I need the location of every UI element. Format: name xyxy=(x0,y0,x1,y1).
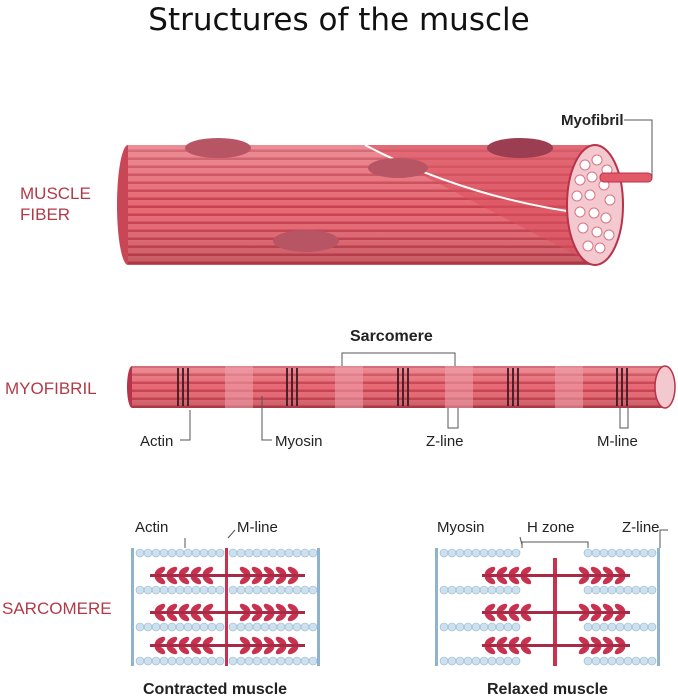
label-z-line-sarcomere: Z-line xyxy=(622,519,660,536)
section-label-muscle-fiber: MUSCLE FIBER xyxy=(20,184,91,224)
section-label-sarcomere: SARCOMERE xyxy=(2,599,112,618)
label-m-line: M-line xyxy=(597,433,638,450)
label-actin-sarcomere: Actin xyxy=(135,519,169,536)
caption-contracted: Contracted muscle xyxy=(143,681,288,698)
label-m-line-sarcomere: M-line xyxy=(237,519,278,536)
caption-relaxed: Relaxed muscle xyxy=(487,681,608,698)
label-myosin-sarcomere: Myosin xyxy=(437,519,485,536)
nucleus-icon xyxy=(368,158,428,178)
nucleus-icon xyxy=(185,138,251,158)
nucleus-icon xyxy=(273,230,339,252)
myofibril-strand xyxy=(127,352,676,441)
sarcomere-contracted xyxy=(131,529,320,666)
section-label-myofibril: MYOFIBRIL xyxy=(5,379,97,398)
label-myosin: Myosin xyxy=(275,433,323,450)
page-title: Structures of the muscle xyxy=(148,2,530,38)
label-sarcomere: Sarcomere xyxy=(350,328,433,345)
label-actin: Actin xyxy=(140,433,174,450)
label-myofibril: Myofibril xyxy=(561,112,624,129)
nucleus-icon xyxy=(487,138,553,158)
muscle-fiber xyxy=(117,119,653,266)
label-z-line: Z-line xyxy=(426,433,464,450)
sarcomere-relaxed xyxy=(435,529,668,666)
label-h-zone: H zone xyxy=(527,519,575,536)
